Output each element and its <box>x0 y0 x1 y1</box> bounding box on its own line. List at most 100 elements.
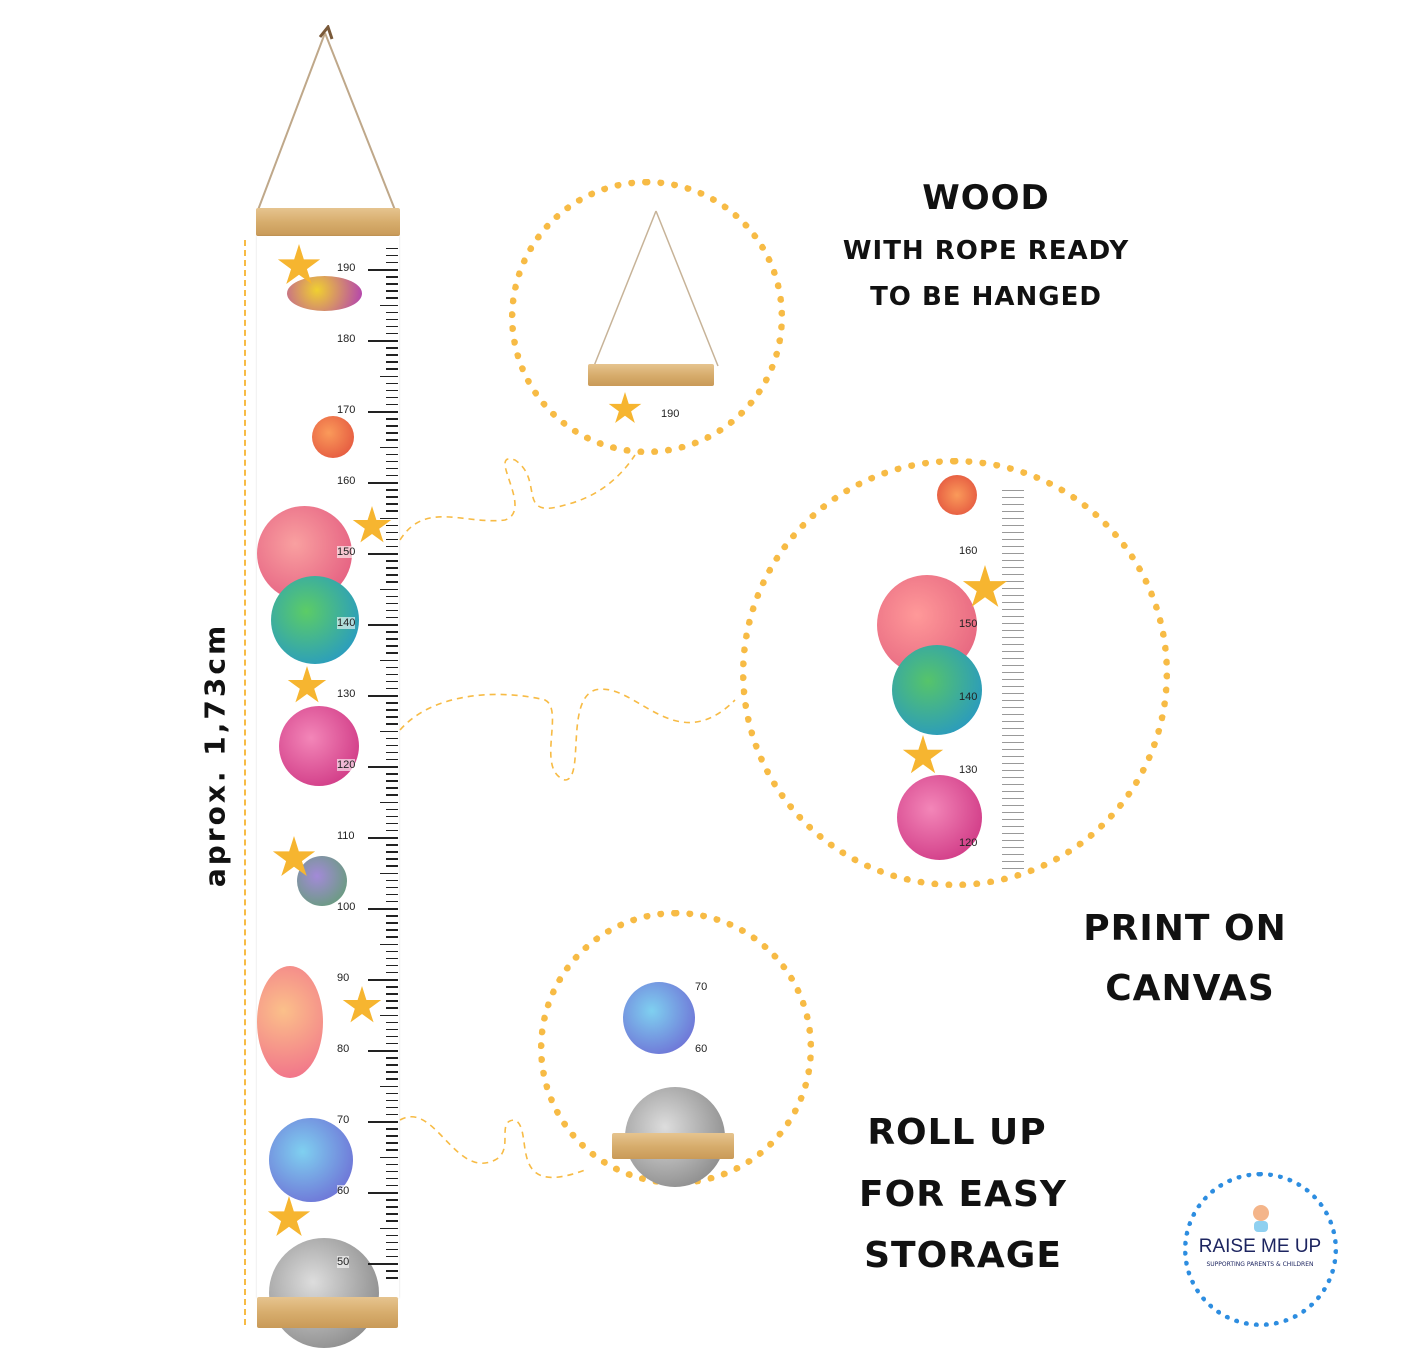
ruler-tick <box>386 1220 398 1222</box>
ruler-tick <box>386 950 398 953</box>
ruler-tick <box>386 453 398 456</box>
ruler-tick <box>386 261 398 264</box>
ruler-tick <box>380 375 398 377</box>
ruler-tick <box>386 709 398 711</box>
ruler-tick <box>386 851 398 853</box>
ruler-tick <box>386 1277 398 1279</box>
ruler-tick <box>386 616 398 619</box>
ruler-tick <box>386 737 398 740</box>
ruler-tick <box>386 602 398 605</box>
ruler-tick <box>368 979 398 981</box>
ruler-tick <box>386 1099 398 1102</box>
ruler-tick <box>386 808 398 811</box>
ruler-number: 60 <box>337 1185 350 1197</box>
ruler-tick <box>386 276 398 278</box>
ruler-tick <box>386 687 398 690</box>
ruler-tick <box>386 510 398 512</box>
ruler-tick <box>386 865 398 867</box>
ruler-tick <box>386 595 398 598</box>
ruler-tick <box>386 418 398 420</box>
ruler-tick <box>380 446 398 448</box>
zoom-mark: 130 <box>959 764 978 776</box>
ruler-tick <box>386 1064 398 1066</box>
ruler-tick <box>386 1071 398 1073</box>
ruler-tick <box>368 1192 398 1194</box>
feature-wood-title: WOOD <box>922 178 1050 218</box>
ruler-tick <box>386 631 398 633</box>
planet-illustration <box>287 276 362 311</box>
ruler-tick <box>380 1156 398 1158</box>
feature-canvas-line2: CANVAS <box>1105 968 1275 1009</box>
ruler-tick <box>386 545 398 548</box>
ruler-tick <box>380 659 398 661</box>
ruler-tick <box>380 872 398 874</box>
ruler-tick <box>386 1007 398 1009</box>
ruler-tick <box>368 482 398 484</box>
ruler-tick <box>386 815 398 818</box>
zoom-mark: 190 <box>661 408 680 420</box>
ruler-tick <box>386 524 398 527</box>
feature-roll-line1: ROLL UP <box>867 1112 1047 1153</box>
ruler-tick <box>386 297 398 299</box>
logo-name: RAISE ME UP <box>1198 1236 1322 1257</box>
planet-illustration <box>312 416 354 458</box>
ruler-tick <box>386 971 398 974</box>
ruler-tick <box>386 1021 398 1024</box>
ruler-tick <box>386 581 398 583</box>
ruler-number: 180 <box>337 333 356 345</box>
ruler-tick <box>386 1135 398 1137</box>
logo-tagline: SUPPORTING PARENTS & CHILDREN <box>1206 1261 1314 1268</box>
ruler-number: 50 <box>337 1256 350 1268</box>
zoom-mark: 60 <box>695 1043 708 1055</box>
ruler-tick <box>386 794 398 796</box>
ruler-tick <box>386 432 398 434</box>
ruler-tick <box>368 1050 398 1052</box>
ruler-tick <box>386 1057 398 1059</box>
ruler-tick <box>386 609 398 612</box>
feature-wood-line2: TO BE HANGED <box>870 282 1102 312</box>
ruler-tick <box>368 411 398 413</box>
ruler-tick <box>386 1106 398 1109</box>
ruler-tick <box>386 567 398 569</box>
ruler-tick <box>386 1092 398 1095</box>
ruler-tick <box>386 716 398 718</box>
ruler-tick <box>386 354 398 356</box>
star-illustration <box>608 392 642 423</box>
ruler-tick <box>380 304 398 306</box>
ruler-tick <box>386 531 398 534</box>
ruler-tick <box>386 560 398 562</box>
ruler-tick <box>386 780 398 782</box>
ruler-tick <box>368 908 398 910</box>
ruler-number: 110 <box>337 830 355 842</box>
ruler-tick <box>386 332 398 335</box>
ruler-tick <box>386 1206 398 1208</box>
star-illustration <box>267 1196 311 1237</box>
ruler-tick <box>368 624 398 626</box>
ruler-tick <box>386 702 398 704</box>
feature-roll-line3: STORAGE <box>864 1235 1062 1276</box>
ruler-tick <box>386 1042 398 1045</box>
ruler-number: 170 <box>337 404 356 416</box>
ruler-number: 130 <box>337 688 356 700</box>
ruler-tick <box>386 922 398 924</box>
ruler-tick <box>386 403 398 406</box>
ruler-tick <box>386 751 398 754</box>
ruler-tick <box>386 680 398 683</box>
ruler-tick <box>386 787 398 789</box>
top-wood-bar <box>256 208 400 236</box>
ruler-tick <box>386 964 398 967</box>
ruler-number: 90 <box>337 972 350 984</box>
ruler-tick <box>386 879 398 882</box>
ruler-tick <box>386 311 398 314</box>
bottom-wood-bar <box>257 1297 398 1328</box>
star-illustration <box>287 666 327 703</box>
ruler-tick <box>380 1085 398 1087</box>
ruler-tick <box>386 858 398 860</box>
star-illustration <box>902 735 944 774</box>
ruler-tick <box>368 1263 398 1265</box>
ruler-tick <box>386 1234 398 1237</box>
ruler-tick <box>386 425 398 427</box>
ruler-number: 140 <box>337 617 356 629</box>
